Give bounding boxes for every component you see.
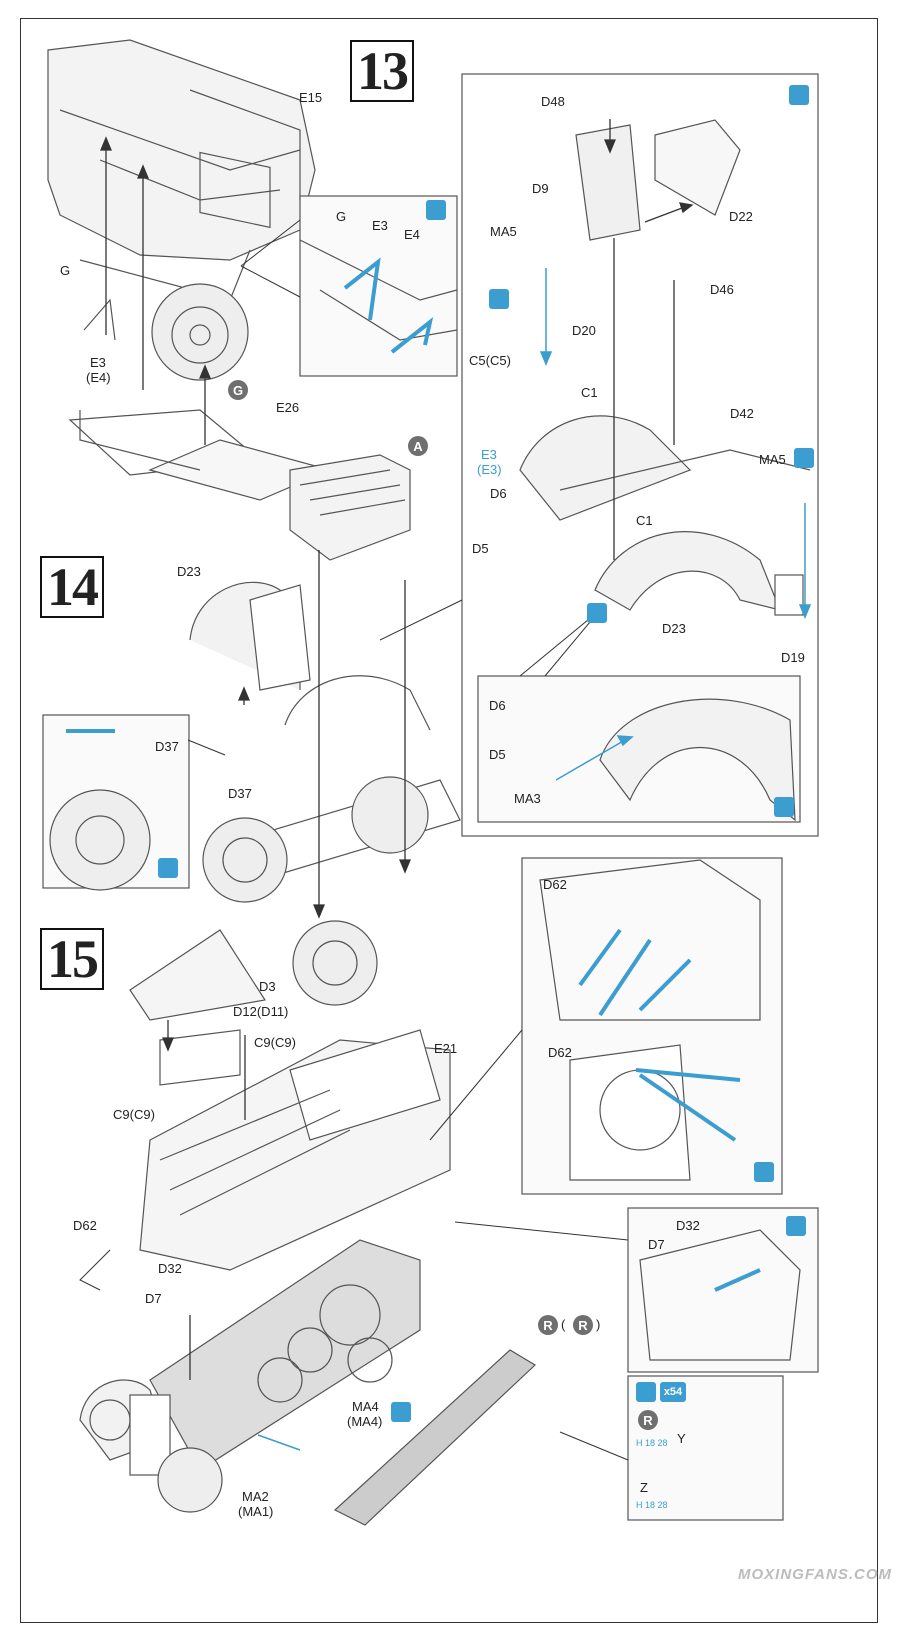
label-d19: D19	[781, 650, 805, 665]
watermark: MOXINGFANS.COM	[738, 1566, 893, 1583]
label-d23-left: D23	[177, 564, 201, 579]
label-d48: D48	[541, 94, 565, 109]
step-number-14: 14	[40, 556, 104, 618]
label-z: Z	[640, 1480, 648, 1495]
label-d62-top: D62	[543, 877, 567, 892]
paint-brush-icon	[158, 858, 178, 878]
label-d9: D9	[532, 181, 549, 196]
label-c9-left: C9(C9)	[113, 1107, 155, 1122]
paint-brush-icon	[789, 85, 809, 105]
part-tree-r-inset-badge: R	[638, 1410, 658, 1430]
label-d42: D42	[730, 406, 754, 421]
sprue-number-z: H 18 28	[636, 1500, 668, 1510]
flip-view-icon	[774, 797, 794, 817]
quantity-icon: x54	[660, 1382, 686, 1402]
label-d12: D12(D11)	[233, 1004, 289, 1019]
label-e4-inset: E4	[404, 227, 420, 242]
label-d3: D3	[259, 979, 276, 994]
label-e21: E21	[434, 1041, 458, 1056]
step-number-13: 13	[350, 40, 414, 102]
label-c9-top: C9(C9)	[254, 1035, 296, 1050]
label-d6-inset: D6	[489, 698, 506, 713]
label-g: G	[60, 263, 71, 278]
label-ma3: MA3	[514, 791, 541, 806]
label-ma5-top: MA5	[490, 224, 517, 239]
label-ma5-right: MA5	[759, 452, 786, 467]
part-tree-r-badge: R	[538, 1315, 558, 1335]
label-d37-inset: D37	[155, 739, 179, 754]
label-d32: D32	[158, 1261, 182, 1276]
paint-brush-icon	[636, 1382, 656, 1402]
label-e3-blue-paren: (E3)	[477, 462, 502, 477]
part-tree-a-badge: A	[408, 436, 428, 456]
label-e3: E3	[90, 355, 106, 370]
page-border	[20, 18, 878, 1623]
glue-drop-icon	[489, 289, 509, 309]
label-d62-left: D62	[73, 1218, 97, 1233]
label-ma4-paren: (MA4)	[347, 1414, 383, 1429]
label-d20: D20	[572, 323, 596, 338]
label-d23-right: D23	[662, 621, 686, 636]
label-d7-inset: D7	[648, 1237, 665, 1252]
label-c1-mid: C1	[636, 513, 653, 528]
label-ma4: MA4	[352, 1399, 379, 1414]
sprue-number-y: H 18 28	[636, 1438, 668, 1448]
glue-drop-icon	[794, 448, 814, 468]
paint-brush-icon	[754, 1162, 774, 1182]
cement-icon	[587, 603, 607, 623]
label-c5: C5(C5)	[469, 353, 511, 368]
label-e4-paren: (E4)	[86, 370, 111, 385]
paint-brush-icon	[426, 200, 446, 220]
label-ma1-paren: (MA1)	[238, 1504, 274, 1519]
label-y: Y	[677, 1431, 686, 1446]
label-d7: D7	[145, 1291, 162, 1306]
label-d62-mid: D62	[548, 1045, 572, 1060]
label-d37: D37	[228, 786, 252, 801]
label-e3-blue: E3	[481, 447, 497, 462]
step-number-15: 15	[40, 928, 104, 990]
paint-brush-icon	[786, 1216, 806, 1236]
label-ma2: MA2	[242, 1489, 269, 1504]
label-d46: D46	[710, 282, 734, 297]
label-e26: E26	[276, 400, 300, 415]
paren-close: )	[596, 1317, 601, 1332]
glue-drop-icon	[391, 1402, 411, 1422]
label-e15: E15	[299, 90, 323, 105]
label-d5-inset: D5	[489, 747, 506, 762]
part-tree-r-paren-badge: R	[573, 1315, 593, 1335]
label-e3-inset: E3	[372, 218, 388, 233]
label-d22: D22	[729, 209, 753, 224]
paren-open: (	[561, 1317, 566, 1332]
part-tree-g-badge: G	[228, 380, 248, 400]
label-d5: D5	[472, 541, 489, 556]
label-g-inset: G	[336, 209, 347, 224]
label-d6: D6	[490, 486, 507, 501]
label-d32-inset: D32	[676, 1218, 700, 1233]
label-c1-top: C1	[581, 385, 598, 400]
